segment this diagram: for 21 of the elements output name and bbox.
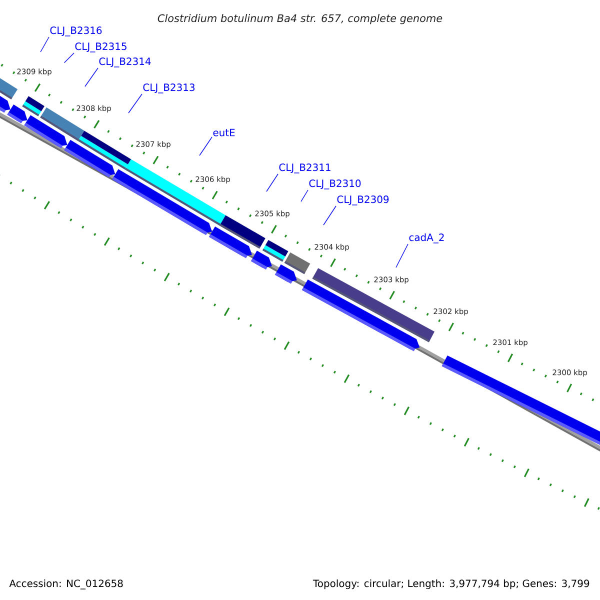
leader-line: [266, 174, 278, 192]
gene-label: CLJ_B2310: [309, 180, 361, 190]
gene-label: CLJ_B2309: [337, 196, 389, 206]
leader-line: [128, 94, 142, 114]
gene-label: eutE: [213, 128, 235, 136]
leader-line: [40, 36, 50, 52]
gene-label: CLJ_B2311: [279, 164, 330, 174]
gene-label: cadA_2: [409, 233, 444, 244]
leader-line: [84, 68, 98, 87]
gene-label: CLJ_B2314: [99, 58, 151, 68]
genome-info-text: Topology: circular; Length: 3,977,794 bp; Genes: 3,799: [312, 579, 590, 590]
leader-line: [323, 206, 336, 226]
leader-line: [64, 52, 74, 64]
gene-label: CLJ_B2313: [143, 84, 195, 94]
title: Clostridium botulinum Ba4 str. 657, complete genome: [158, 14, 442, 24]
leader-line: [396, 244, 408, 268]
accession-text: Accession: NC_012658: [9, 579, 123, 590]
gene-label: CLJ_B2316: [50, 26, 102, 36]
gene-label: CLJ_B2315: [75, 42, 126, 52]
leader-line: [199, 136, 212, 156]
leader-line: [300, 190, 308, 202]
